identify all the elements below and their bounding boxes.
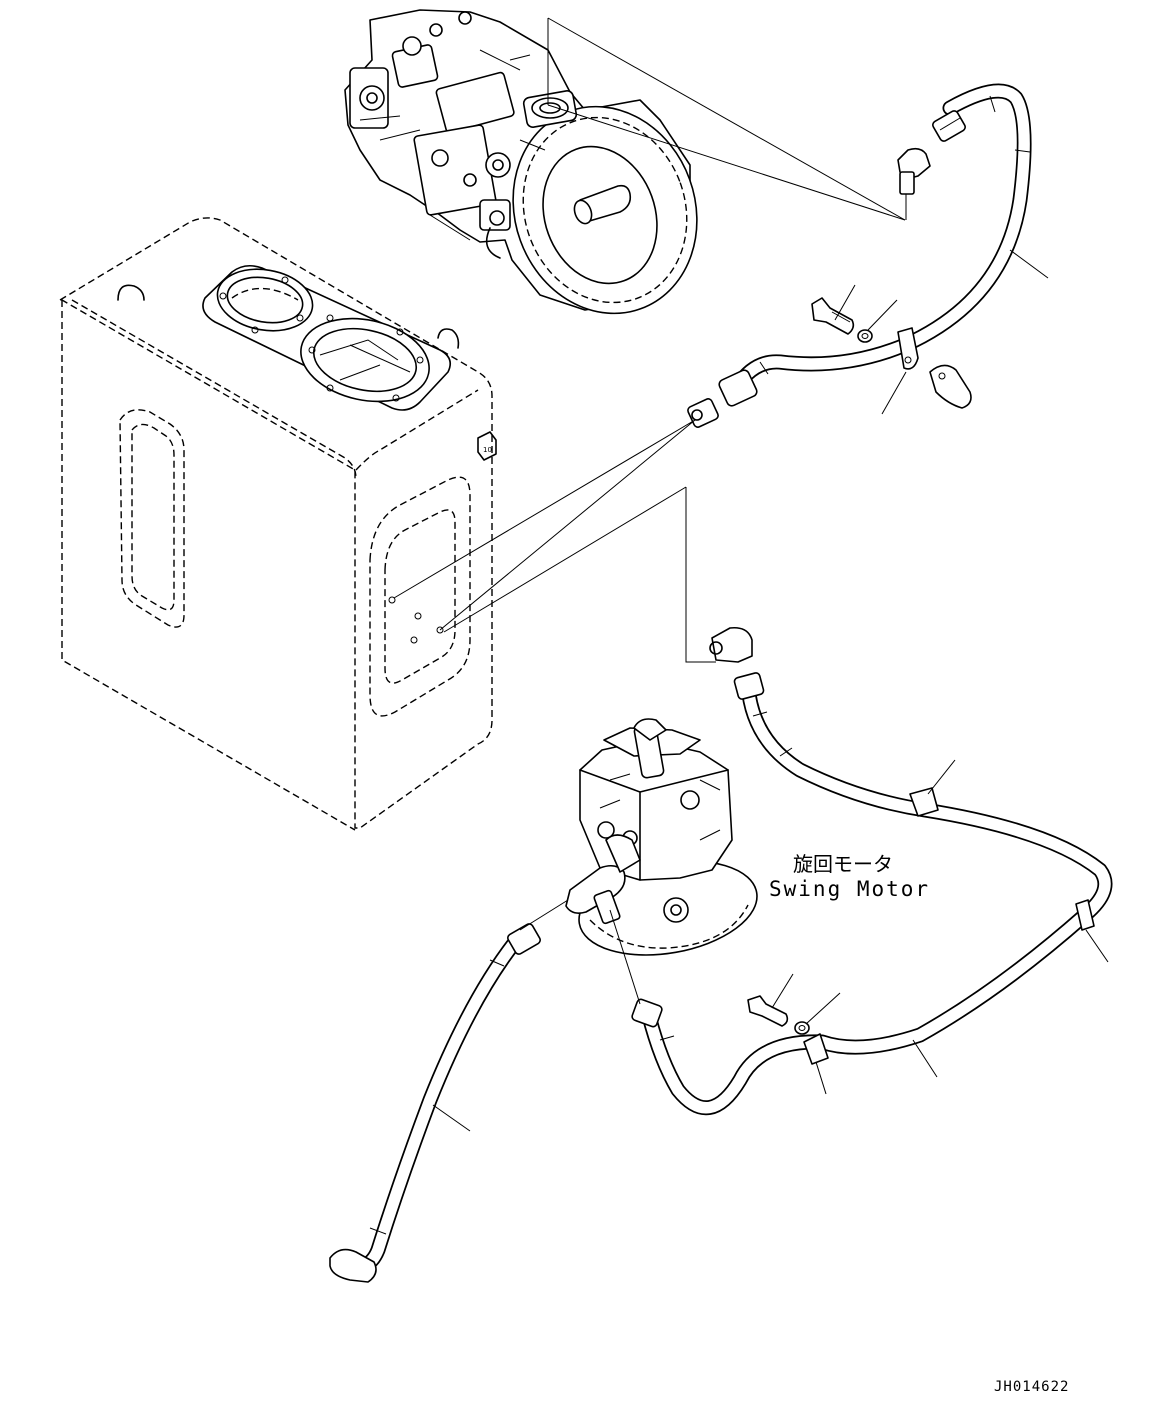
swing-motor (578, 718, 758, 956)
clamp-upper (897, 327, 919, 370)
connection-lines (393, 17, 906, 1005)
clamp-lower (803, 1033, 829, 1065)
fitting-drain-hose-upper (733, 672, 765, 700)
clamp-middle (909, 787, 939, 817)
fitting-supply-hose-lower-elbow (329, 1248, 377, 1283)
fitting-tank-connector (687, 369, 758, 428)
main-pump (344, 9, 698, 315)
washer-lower (794, 1021, 810, 1035)
washer-upper (857, 329, 873, 343)
swing-motor-label-jp: 旋回モータ (793, 852, 893, 876)
svg-text:10: 10 (483, 446, 492, 454)
bolt-lower (747, 995, 789, 1027)
fitting-supply-hose-upper (507, 923, 541, 955)
leader-lines (432, 249, 1109, 1132)
fitting-tank-elbow-lower (709, 626, 753, 663)
fitting-drain-hose-lower (631, 998, 663, 1028)
hose-pump-to-tank (730, 83, 1032, 393)
hose-swing-motor-supply (334, 934, 523, 1274)
hydraulic-tank: 10 (57, 217, 497, 831)
clamp-right (1075, 899, 1095, 931)
tank-top-plate (202, 264, 451, 411)
bracket-plate (929, 364, 972, 409)
drawing-number: JH014622 (994, 1379, 1070, 1395)
fitting-motor-outlet (565, 834, 641, 925)
bolt-upper (811, 297, 855, 335)
fitting-pump-elbow (897, 147, 931, 220)
swing-motor-label-en: Swing Motor (769, 877, 931, 901)
hose-swing-motor-drain (640, 677, 1113, 1116)
fitting-hose-upper-end (932, 110, 966, 142)
